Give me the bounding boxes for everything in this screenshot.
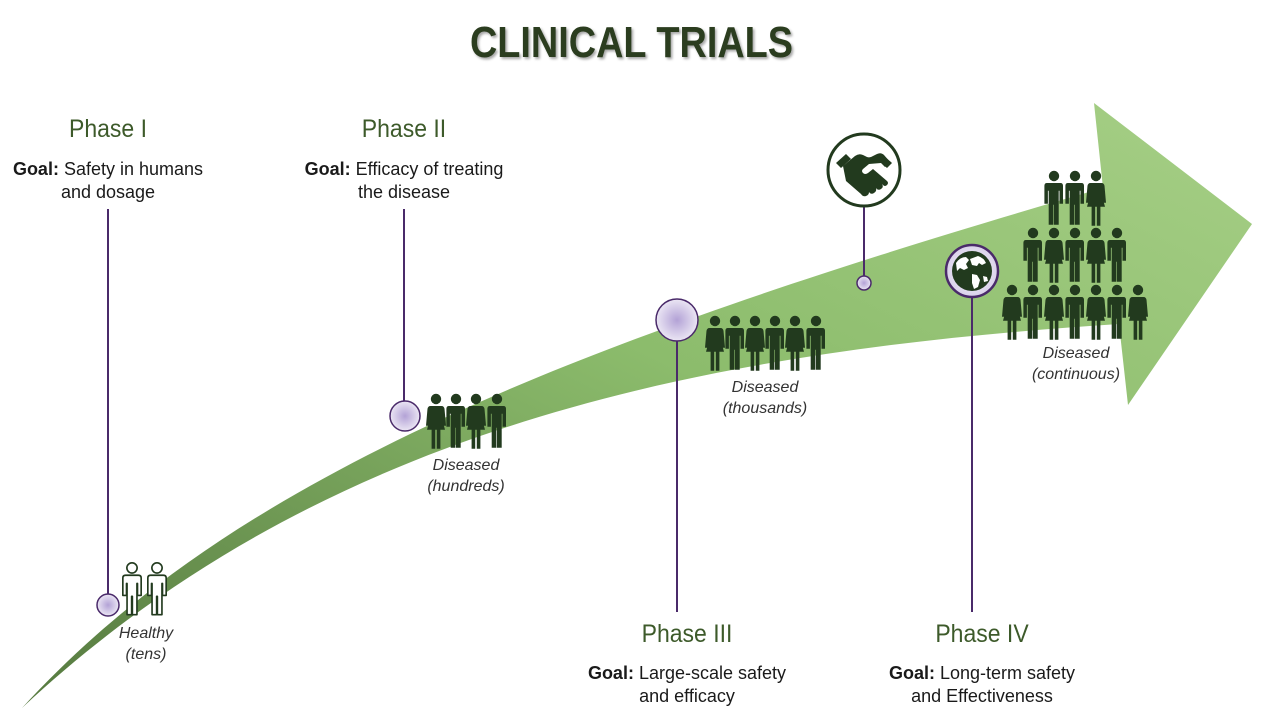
phase2-goal-line2: the disease bbox=[357, 182, 451, 202]
continuous-caption-line1: Diseased bbox=[1042, 345, 1110, 362]
thousands-caption-line1: Diseased bbox=[731, 379, 799, 396]
handshake-milestone-dot bbox=[856, 275, 872, 291]
phase4-goal-label: Goal: bbox=[888, 663, 935, 683]
healthy-caption-line2: (tens) bbox=[125, 646, 167, 663]
healthy-caption-line1: Healthy bbox=[118, 625, 174, 642]
thousands-caption: Diseased (thousands) bbox=[685, 377, 845, 419]
continuous-caption-line2: (continuous) bbox=[1031, 366, 1121, 383]
hundreds-caption-line2: (hundreds) bbox=[427, 478, 505, 495]
phase1-goal-label: Goal: bbox=[12, 159, 59, 179]
phase2-goal: Goal: Efficacy of treating the disease bbox=[274, 158, 534, 204]
phase3-title: Phase III bbox=[641, 620, 733, 648]
page-title: CLINICAL TRIALS bbox=[469, 18, 794, 67]
phase3-milestone-dot bbox=[655, 298, 699, 342]
thousands-caption-line2: (thousands) bbox=[722, 400, 808, 417]
phase2-milestone-dot bbox=[389, 400, 421, 432]
phase1-goal: Goal: Safety in humans and dosage bbox=[0, 158, 238, 204]
phase2-goal-label: Goal: bbox=[304, 159, 351, 179]
handshake-icon bbox=[826, 132, 902, 208]
phase4-goal-line1: Long-term safety bbox=[939, 663, 1076, 683]
phase4-goal-line2: and Effectiveness bbox=[911, 686, 1053, 706]
globe-icon bbox=[944, 243, 1000, 299]
continuous-caption: Diseased (continuous) bbox=[996, 343, 1156, 385]
phase4-title: Phase IV bbox=[935, 620, 1029, 648]
phase1-milestone-dot bbox=[96, 593, 120, 617]
phase3-goal-line1: Large-scale safety bbox=[638, 663, 787, 683]
hundreds-caption-line1: Diseased bbox=[432, 457, 500, 474]
phase2-title: Phase II bbox=[361, 115, 447, 143]
phase1-goal-line1: Safety in humans bbox=[63, 159, 204, 179]
phase3-goal: Goal: Large-scale safety and efficacy bbox=[557, 662, 817, 708]
progress-arrow bbox=[22, 103, 1252, 708]
phase3-goal-label: Goal: bbox=[587, 663, 634, 683]
phase2-goal-line1: Efficacy of treating bbox=[355, 159, 504, 179]
phase1-title: Phase I bbox=[69, 115, 147, 143]
hundreds-caption: Diseased (hundreds) bbox=[386, 455, 546, 497]
healthy-caption: Healthy (tens) bbox=[66, 623, 226, 665]
phase3-goal-line2: and efficacy bbox=[639, 686, 735, 706]
phase4-goal: Goal: Long-term safety and Effectiveness bbox=[852, 662, 1112, 708]
phase1-goal-line2: and dosage bbox=[60, 182, 156, 202]
